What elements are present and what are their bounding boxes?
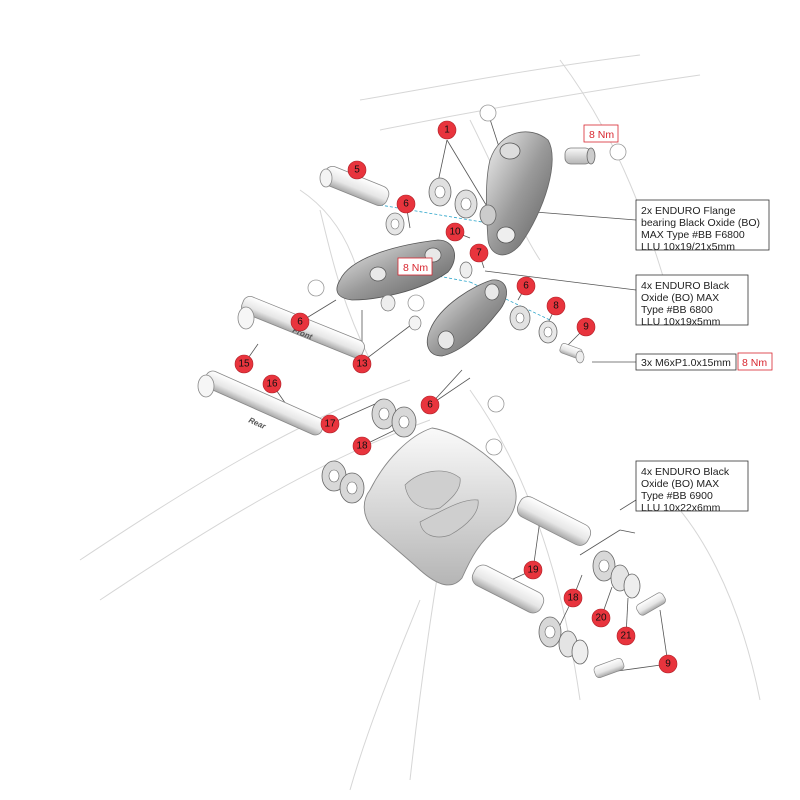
callout-21: 21 <box>616 626 636 646</box>
svg-text:6: 6 <box>523 281 529 292</box>
callout-9: 9 <box>576 317 596 337</box>
svg-text:6: 6 <box>403 199 409 210</box>
callout-8: 8 <box>546 296 566 316</box>
bearings-right-18-20-21 <box>538 550 641 665</box>
callout-17: 17 <box>320 414 340 434</box>
torque-label: 8 Nm <box>737 352 773 371</box>
frame-ghost-outline <box>79 54 761 791</box>
svg-text:20: 20 <box>595 613 607 624</box>
svg-text:8: 8 <box>553 301 559 312</box>
callout-10: 10 <box>445 222 465 242</box>
left-link-plate <box>336 239 455 301</box>
spec-line: LLU 10x19/21x5mm <box>641 241 735 253</box>
sleeves-19 <box>471 496 592 614</box>
callout-18: 18 <box>352 436 372 456</box>
torque-label: 8 Nm <box>583 124 619 143</box>
spec-line: 2x ENDURO Flange <box>641 205 736 217</box>
right-link-plate <box>426 279 507 357</box>
svg-text:9: 9 <box>583 322 589 333</box>
spec-line: MAX Type #BB F6800 <box>641 229 745 241</box>
svg-text:18: 18 <box>356 441 368 452</box>
callout-7: 7 <box>469 243 489 263</box>
spec-box-bearing-6800: 4x ENDURO Black Oxide (BO) MAX Type #BB … <box>635 274 749 328</box>
torque-text: 8 Nm <box>589 129 614 141</box>
callout-16: 16 <box>262 374 282 394</box>
spec-line: LLU 10x22x6mm <box>641 502 721 514</box>
callout-20: 20 <box>591 608 611 628</box>
spec-line: LLU 10x19x5mm <box>641 316 721 328</box>
blank-callouts <box>307 104 627 456</box>
axle-rear-16: Rear <box>197 370 325 436</box>
callout-18: 18 <box>563 588 583 608</box>
svg-text:5: 5 <box>354 165 360 176</box>
bolt-9a <box>559 343 585 364</box>
callout-13: 13 <box>352 354 372 374</box>
washers-13 <box>380 294 422 331</box>
callout-6: 6 <box>290 312 310 332</box>
callout-6: 6 <box>420 395 440 415</box>
callout-15: 15 <box>234 354 254 374</box>
svg-text:7: 7 <box>476 248 482 259</box>
washer-6a <box>385 212 405 236</box>
svg-text:19: 19 <box>527 565 539 576</box>
leader-lines <box>243 112 669 673</box>
spec-box-bolt: 3x M6xP1.0x15mm <box>635 353 737 371</box>
callout-1: 1 <box>437 120 457 140</box>
svg-text:9: 9 <box>665 659 671 670</box>
spec-line: 4x ENDURO Black <box>641 280 730 292</box>
upper-rocker-link <box>485 131 553 256</box>
callout-5: 5 <box>347 160 367 180</box>
svg-text:21: 21 <box>620 631 632 642</box>
pin-5 <box>319 166 390 206</box>
svg-text:10: 10 <box>449 227 461 238</box>
spec-box-flange-bearing: 2x ENDURO Flange bearing Black Oxide (BO… <box>635 199 770 253</box>
svg-text:18: 18 <box>567 593 579 604</box>
spec-line: bearing Black Oxide (BO) <box>641 217 760 229</box>
callout-19: 19 <box>523 560 543 580</box>
spec-line: Type #BB 6900 <box>641 490 713 502</box>
callout-9: 9 <box>658 654 678 674</box>
callouts: 1 5 6 10 7 6 8 9 6 13 15 16 6 17 18 19 1… <box>234 120 678 674</box>
spec-line: Oxide (BO) MAX <box>641 478 719 490</box>
callout-6: 6 <box>516 276 536 296</box>
spec-line: 4x ENDURO Black <box>641 466 730 478</box>
axle-rear-marking: Rear <box>247 416 268 432</box>
bearings-left-17-18 <box>321 398 417 504</box>
washer-stack-7-6-8 <box>459 261 558 344</box>
callout-6: 6 <box>396 194 416 214</box>
spec-line: Oxide (BO) MAX <box>641 292 719 304</box>
svg-text:13: 13 <box>356 359 368 370</box>
torque-label: 8 Nm <box>397 257 433 276</box>
svg-text:15: 15 <box>238 359 250 370</box>
shock-yoke <box>363 427 517 586</box>
torque-text: 8 Nm <box>403 262 428 274</box>
bearing-pair-1 <box>428 177 497 226</box>
bolts-9b <box>593 592 666 678</box>
svg-text:17: 17 <box>324 419 336 430</box>
svg-text:16: 16 <box>266 379 278 390</box>
bolt-sleeve <box>564 147 596 165</box>
svg-text:6: 6 <box>427 400 433 411</box>
svg-text:6: 6 <box>297 317 303 328</box>
spec-line: 3x M6xP1.0x15mm <box>641 357 731 369</box>
svg-text:1: 1 <box>444 125 450 136</box>
spec-box-bearing-6900: 4x ENDURO Black Oxide (BO) MAX Type #BB … <box>635 460 749 514</box>
spec-line: Type #BB 6800 <box>641 304 713 316</box>
torque-text: 8 Nm <box>742 357 767 369</box>
